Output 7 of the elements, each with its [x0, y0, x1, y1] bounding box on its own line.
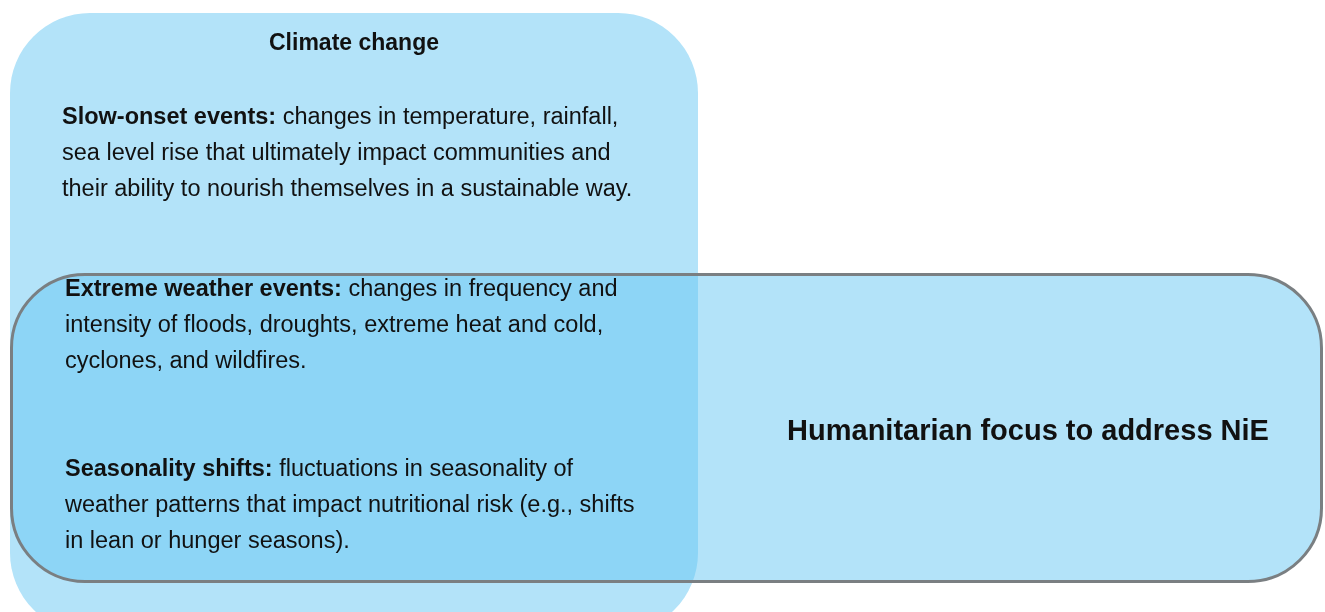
description-text: Slow-onset events: changes in temperature, rainfall, sea level rise that ultimately impact communities and their ability to nourish themselves in a sustainable way.: [62, 102, 634, 203]
box-title: Humanitarian focus to address NiE: [786, 414, 1270, 447]
rounded-box: [10, 273, 1323, 583]
rounded-box: [10, 13, 698, 612]
description-text: Extreme weather events: changes in frequency and intensity of floods, droughts, extreme heat and cold, cyclones, and wildfires.: [65, 274, 619, 375]
heading: Climate change: [268, 29, 440, 56]
description-text: Seasonality shifts: fluctuations in seasonality of weather patterns that impact nutritional risk (e.g., shifts in lean or hunger seasons).: [65, 454, 636, 555]
